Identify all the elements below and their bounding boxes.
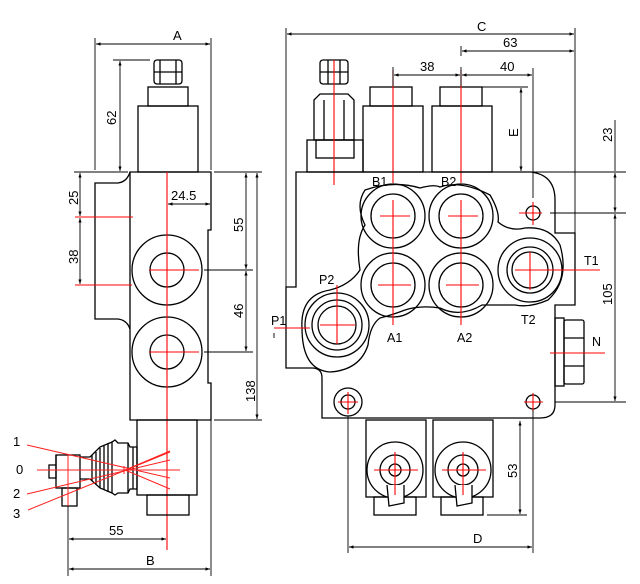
lever-ray-1 bbox=[26, 444, 171, 479]
dim-D: D bbox=[347, 410, 534, 553]
dim-46-label: 46 bbox=[231, 304, 246, 318]
relief-body bbox=[137, 105, 199, 173]
dim-55-lever: 55 bbox=[67, 506, 166, 576]
relief-collar bbox=[147, 86, 189, 107]
relief-valve-front bbox=[306, 59, 364, 185]
dim-A: A bbox=[94, 28, 212, 170]
dim-25-label: 25 bbox=[66, 191, 81, 205]
spool-housing-2 bbox=[432, 419, 494, 516]
dim-D-label: D bbox=[473, 531, 482, 546]
port-label-B1: B1 bbox=[372, 175, 387, 189]
port-A1 bbox=[360, 230, 426, 325]
dim-A-label: A bbox=[173, 28, 182, 43]
spool-cap-top-1 bbox=[369, 86, 413, 107]
relief-valve-side bbox=[137, 59, 199, 173]
dim-E-label: E bbox=[506, 128, 521, 137]
port-label-P1: P1 bbox=[271, 314, 286, 328]
n-plug bbox=[550, 317, 605, 387]
dim-53-label: 53 bbox=[505, 464, 520, 478]
dim-C-label: C bbox=[477, 19, 486, 34]
side-body-outline bbox=[129, 171, 212, 421]
dim-24-5-label: 24.5 bbox=[171, 188, 196, 203]
dim-40-label: 40 bbox=[500, 59, 514, 74]
front-body-outline bbox=[285, 171, 576, 419]
dim-55-lever-label: 55 bbox=[109, 523, 123, 538]
dim-25-38: 25 38 bbox=[66, 171, 128, 284]
side-view: 1 0 2 3 A 62 25 38 24.5 bbox=[13, 28, 262, 576]
lever-ray-3 bbox=[27, 451, 171, 511]
mount-hole-bottom-right bbox=[524, 393, 543, 412]
dim-38-side-label: 38 bbox=[66, 250, 81, 264]
port-label-T1: T1 bbox=[584, 254, 599, 268]
lever-knob bbox=[48, 455, 57, 479]
port-T bbox=[497, 237, 600, 303]
dim-38-40: 38 40 bbox=[392, 59, 534, 198]
port-A2 bbox=[428, 230, 494, 325]
dim-63-label: 63 bbox=[503, 35, 517, 50]
dim-55-46-138: 55 46 138 bbox=[204, 171, 262, 421]
lever-pos-label-0: 0 bbox=[16, 462, 23, 477]
dim-63: 63 bbox=[460, 35, 574, 56]
dim-55-side-label: 55 bbox=[231, 218, 246, 232]
mount-hole-top-right bbox=[519, 202, 542, 225]
dim-53: 53 bbox=[487, 421, 527, 516]
port-label-N: N bbox=[592, 335, 601, 349]
port-P bbox=[274, 285, 370, 358]
mounting-flange bbox=[94, 171, 131, 330]
lever-ray-2 bbox=[26, 459, 171, 495]
dim-138-label: 138 bbox=[243, 380, 258, 402]
spool-end-cap-side bbox=[146, 494, 190, 516]
lever-pos-label-3: 3 bbox=[13, 506, 20, 521]
dim-23-105: 23 105 bbox=[531, 120, 626, 403]
dim-62-label: 62 bbox=[104, 111, 119, 125]
dim-E: E bbox=[482, 86, 528, 171]
port-label-T2: T2 bbox=[521, 313, 536, 327]
dim-62: 62 bbox=[104, 59, 150, 171]
port-boss-outline bbox=[301, 183, 564, 373]
port-label-A2: A2 bbox=[457, 331, 472, 345]
port-label-B2: B2 bbox=[441, 175, 456, 189]
mount-hole-bottom-left bbox=[333, 387, 363, 417]
dim-24-5: 24.5 bbox=[168, 188, 210, 206]
dim-B: B bbox=[69, 420, 212, 576]
front-view: B1 B2 A1 A2 P2 P1 T1 T2 N C 63 38 bbox=[271, 19, 626, 553]
lever-pos-label-1: 1 bbox=[13, 434, 20, 449]
lever-tab bbox=[61, 487, 78, 507]
dim-38-front-label: 38 bbox=[420, 59, 434, 74]
port-label-A1: A1 bbox=[387, 331, 402, 345]
spool-cap-2 bbox=[431, 105, 493, 173]
dim-105-label: 105 bbox=[600, 283, 615, 305]
spool-housing-1 bbox=[365, 419, 427, 516]
port-label-P2: P2 bbox=[319, 273, 334, 287]
dim-C: C bbox=[285, 19, 576, 287]
dim-23-label: 23 bbox=[600, 128, 615, 142]
lever-pos-label-2: 2 bbox=[13, 486, 20, 501]
dim-B-label: B bbox=[146, 553, 155, 568]
